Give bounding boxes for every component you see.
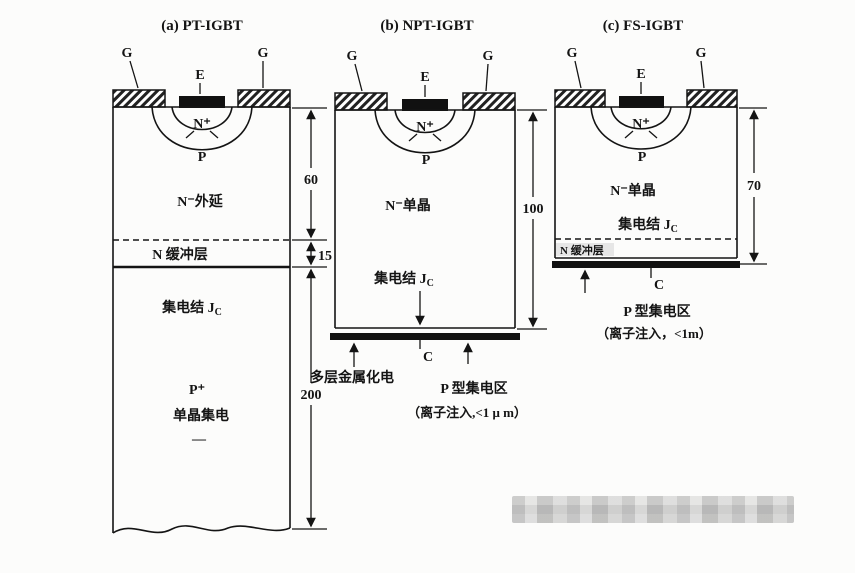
panel-c-buffer-label: N 缓冲层: [560, 243, 604, 257]
panel-b-gate-right-lead: [485, 63, 489, 92]
panel-a-dim-15: 15: [318, 249, 332, 264]
panel-c-junction-text: 集电结 J: [617, 216, 671, 233]
panel-a-dimensions: 60 15 200: [292, 107, 332, 530]
panel-c-nplus-pointer-right: [648, 130, 658, 139]
panel-b-collector-region-label: P 型集电区: [440, 380, 507, 397]
panel-a-n-source-boundary: [171, 106, 233, 131]
panel-c-buffer-highlight: [556, 243, 614, 256]
panel-b-junction-text: 集电结 J: [373, 270, 427, 287]
panel-b-gate-left-contact: [334, 92, 388, 111]
panel-a-wafer-torn-edge: [112, 525, 291, 534]
panel-b-nplus-pointer-left: [408, 133, 418, 142]
panel-b-metallization-label: 多层金属化电: [310, 369, 394, 386]
panel-c-pwell-label: P: [638, 150, 647, 165]
panel-b-gate-left-label: G: [347, 49, 358, 64]
panel-a-junction-text: 集电结 J: [161, 299, 215, 316]
panel-b-drift-label: N⁻单晶: [385, 197, 431, 214]
panel-a-gate-left-contact: [112, 89, 166, 108]
watermark-pixelated-blur: [512, 496, 794, 523]
panel-a-gate-right-contact: [237, 89, 291, 108]
panel-c-gate-left-lead: [574, 60, 582, 89]
panel-c-nplus-label: N⁺: [632, 117, 650, 132]
panel-a-title: (a) PT-IGBT: [161, 18, 243, 34]
panel-a-gate-left-lead: [129, 60, 139, 89]
panel-b-gate-right-label: G: [483, 49, 494, 64]
panel-b-collector-metal-bar: [330, 333, 520, 340]
panel-c-collector-region-label: P 型集电区: [623, 303, 690, 320]
panel-b-gate-left-lead: [354, 63, 363, 92]
panel-b-dim-100: 100: [523, 202, 544, 217]
panel-b-n-source-boundary: [394, 109, 456, 134]
panel-a-emitter-label: E: [195, 68, 204, 83]
panel-b-collector-note: （离子注入,<1 μ m）: [407, 405, 527, 420]
panel-b-title: (b) NPT-IGBT: [380, 18, 473, 34]
panel-b-pwell-label: P: [422, 153, 431, 168]
panel-c-title: (c) FS-IGBT: [603, 18, 683, 34]
panel-a-nplus-label: N⁺: [193, 117, 211, 132]
panel-b-emitter-contact: [402, 99, 448, 111]
panel-c-dim-70: 70: [747, 179, 761, 194]
panel-c-gate-right-label: G: [696, 46, 707, 61]
panel-c-junction-subscript: C: [671, 224, 678, 235]
panel-b-gate-right-contact: [462, 92, 516, 111]
panel-b-emitter-label: E: [420, 70, 429, 85]
panel-b-junction-label: 集电结 JC: [373, 270, 434, 289]
panel-a-junction-subscript: C: [215, 307, 222, 318]
panel-a-dim-200: 200: [301, 388, 322, 403]
panel-c-drift-label: N⁻单晶: [610, 182, 656, 199]
panel-c-nplus-pointer-left: [624, 130, 634, 139]
panel-b-nplus-pointer-right: [432, 133, 442, 142]
panel-a-nplus-pointer-left: [185, 130, 195, 139]
panel-a-gate-left-label: G: [122, 46, 133, 61]
panel-a-substrate-label-1: P⁺: [189, 383, 205, 398]
panel-b-npt-igbt: (b) NPT-IGBT G G E N⁺ P N⁻单晶 集电结 JC C 多层…: [310, 18, 527, 420]
panel-b-dimension: 100: [517, 109, 547, 330]
panel-a-substrate-label-2: 单晶集电: [173, 407, 229, 424]
panel-c-gate-right-contact: [686, 89, 738, 108]
panel-c-n-source-boundary: [610, 106, 672, 130]
panel-c-p-well-boundary: [590, 106, 692, 150]
panel-a-buffer-label: N 缓冲层: [152, 246, 208, 263]
panel-c-gate-right-lead: [700, 60, 705, 89]
panel-a-gate-right-label: G: [258, 46, 269, 61]
panel-a-emitter-contact: [179, 96, 225, 108]
panel-a-dim-60: 60: [304, 173, 318, 188]
panel-b-junction-subscript: C: [427, 278, 434, 289]
panel-c-collector-terminal-label: C: [654, 278, 664, 293]
panel-a-substrate-label-3: —: [191, 432, 207, 447]
panel-c-emitter-label: E: [636, 67, 645, 82]
panel-c-fs-igbt: (c) FS-IGBT G G E N⁺ P N⁻单晶 集电结 JC N 缓冲层…: [552, 18, 740, 341]
panel-c-collector-note: （离子注入，<1m）: [596, 326, 712, 341]
panel-b-nplus-label: N⁺: [416, 120, 434, 135]
panel-a-pwell-label: P: [198, 150, 207, 165]
panel-c-gate-left-contact: [554, 89, 606, 108]
panel-a-drift-label: N⁻外延: [177, 193, 223, 210]
panel-b-collector-terminal-label: C: [423, 350, 433, 365]
panel-a-p-well-boundary: [151, 106, 253, 151]
panel-a-nplus-pointer-right: [209, 130, 219, 139]
panel-c-dimension: 70: [739, 107, 767, 265]
panel-c-emitter-contact: [619, 96, 664, 108]
panel-b-p-well-boundary: [374, 109, 476, 154]
panel-c-junction-label: 集电结 JC: [617, 216, 678, 235]
panel-c-gate-left-label: G: [567, 46, 578, 61]
panel-c-collector-metal-bar: [552, 261, 740, 268]
panel-a-pt-igbt: (a) PT-IGBT G G E N⁺ P N⁻外延 N 缓冲层 集电结 JC…: [112, 18, 291, 534]
panel-a-junction-label: 集电结 JC: [161, 299, 222, 318]
